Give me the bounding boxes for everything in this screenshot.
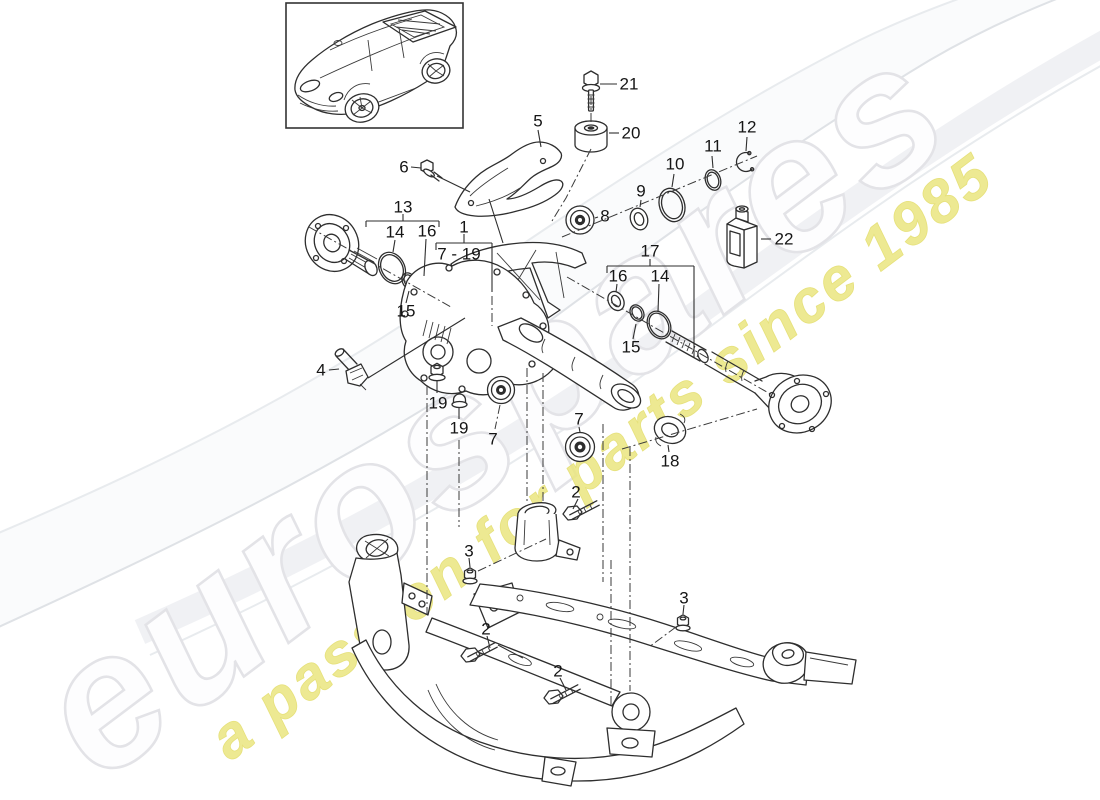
part-callout-15[interactable]: 15 <box>622 338 641 357</box>
part-callout-7[interactable]: 7 <box>574 410 583 429</box>
part-2-bolt-c <box>543 684 581 705</box>
part-19-nut <box>428 362 446 382</box>
part-callout-1[interactable]: 1 <box>459 218 468 237</box>
part-callout-15[interactable]: 15 <box>397 302 416 321</box>
part-4-breather <box>334 348 369 391</box>
part-callout-19[interactable]: 19 <box>450 419 469 438</box>
part-3-nut-a <box>462 567 478 585</box>
part-17-output-shaft <box>665 330 832 434</box>
part-12-snap-ring <box>735 150 755 173</box>
part-19-dome-bolt <box>451 393 468 409</box>
part-callout-2[interactable]: 2 <box>553 662 562 681</box>
parts-artwork <box>304 70 857 787</box>
part-callout-6[interactable]: 6 <box>399 158 408 177</box>
leader-lines <box>328 83 771 691</box>
part-1-differential-housing <box>399 241 642 411</box>
part-callout-16[interactable]: 16 <box>418 222 437 241</box>
part-callout-20[interactable]: 20 <box>622 124 641 143</box>
car-thumbnail <box>285 2 464 129</box>
subframe-rear-bushing <box>606 692 656 758</box>
part-callout-12[interactable]: 12 <box>738 118 757 137</box>
part-3-nut-b <box>675 614 691 632</box>
part-callout-2[interactable]: 2 <box>481 620 490 639</box>
part-7-bushing-right <box>564 431 596 463</box>
part-callout-3[interactable]: 3 <box>679 589 688 608</box>
part-callout-21[interactable]: 21 <box>620 75 639 94</box>
part-callout-7[interactable]: 7 <box>488 430 497 449</box>
part-callout-5[interactable]: 5 <box>533 112 542 131</box>
part-20-bushing <box>574 120 608 153</box>
part-7-bushing-left <box>486 375 516 405</box>
part-callout-9[interactable]: 9 <box>636 182 645 201</box>
subframe <box>348 502 857 787</box>
part-callout-18[interactable]: 18 <box>661 452 680 471</box>
part-callout-11[interactable]: 11 <box>704 137 722 156</box>
part-callout-16[interactable]: 16 <box>609 267 628 286</box>
part-13-drive-flange <box>304 213 378 277</box>
part-callout-19[interactable]: 19 <box>429 394 448 413</box>
porsche-cayenne-car-icon <box>294 9 457 123</box>
part-callout-4[interactable]: 4 <box>316 361 325 380</box>
part-8-bushing <box>565 205 595 235</box>
part-10-oring <box>658 187 686 223</box>
part-14-oring-left <box>377 251 407 285</box>
part-callout-3[interactable]: 3 <box>464 542 473 561</box>
part-callout-10[interactable]: 10 <box>666 155 685 174</box>
part-callout-8[interactable]: 8 <box>600 207 609 226</box>
part-callout-7-19[interactable]: 7 - 19 <box>437 245 480 264</box>
part-callout-13[interactable]: 13 <box>394 198 413 217</box>
part-6-bolt <box>420 159 443 182</box>
part-callout-2[interactable]: 2 <box>571 483 580 502</box>
part-callout-14[interactable]: 14 <box>651 267 670 286</box>
part-11-oring <box>704 169 722 191</box>
part-2-bolt-b <box>460 642 498 663</box>
part-21-bolt <box>581 70 601 112</box>
part-callout-17[interactable]: 17 <box>641 242 660 261</box>
part-callout-14[interactable]: 14 <box>386 223 405 242</box>
subframe-arm-bushing <box>762 642 857 685</box>
part-14-oring-right <box>646 310 672 340</box>
center-lines <box>308 96 773 706</box>
part-2-bolt-a <box>562 500 600 521</box>
part-5-bracket <box>454 141 564 217</box>
part-callout-22[interactable]: 22 <box>775 230 794 249</box>
part-9-seal <box>629 207 649 231</box>
part-22-oil-bottle <box>726 205 758 269</box>
